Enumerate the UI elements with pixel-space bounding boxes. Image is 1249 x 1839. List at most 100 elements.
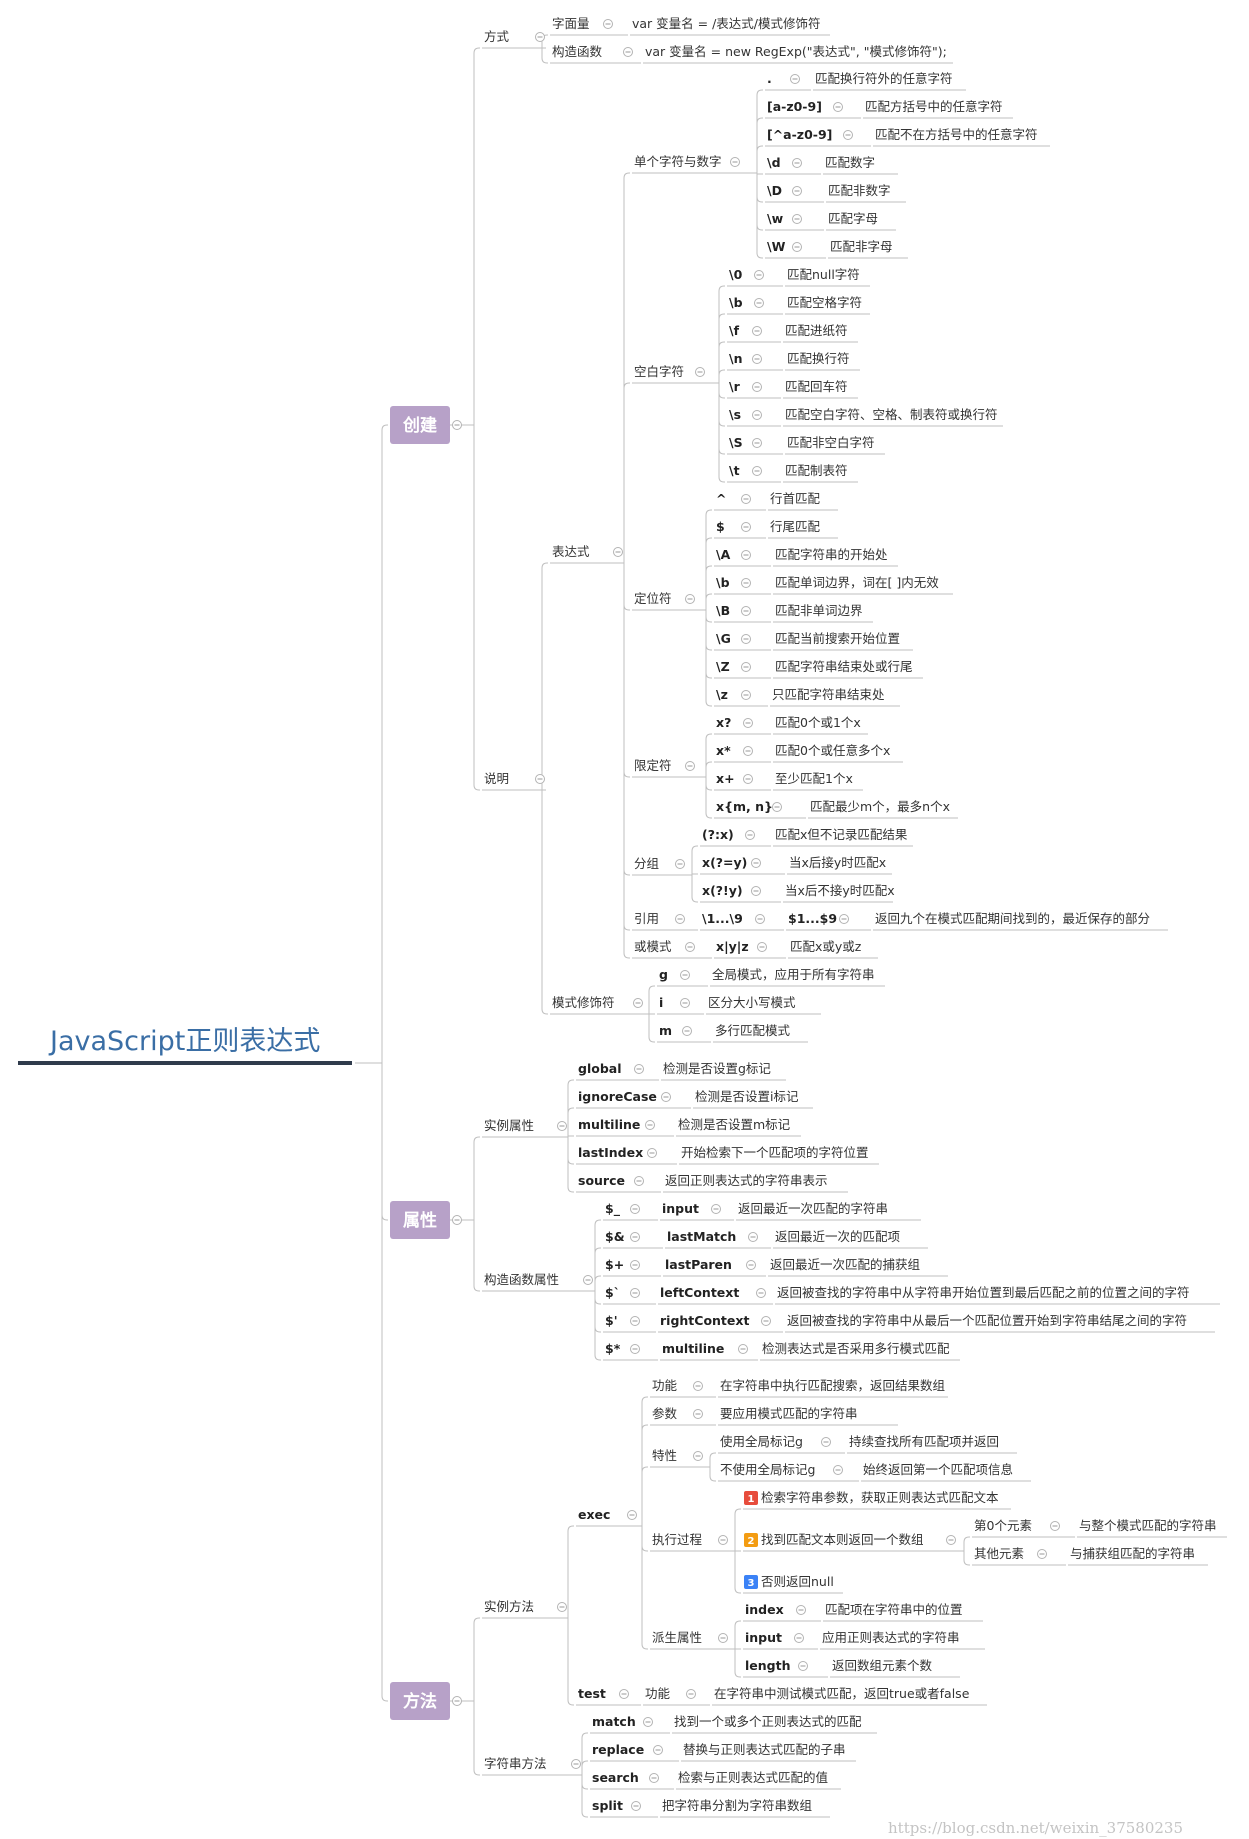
node-ex_tx2[interactable]: 不使用全局标记g <box>718 1462 844 1482</box>
node-kb2[interactable]: \b <box>727 295 765 315</box>
node-gz3b[interactable]: 返回最近一次匹配的捕获组 <box>768 1257 948 1277</box>
node-slff[interactable]: 实例方法 <box>482 1599 568 1619</box>
node-dw4[interactable]: \b <box>714 575 752 595</box>
node-dw5[interactable]: \B <box>714 603 752 623</box>
node-xd3a[interactable]: 至少匹配1个x <box>773 771 863 791</box>
node-dz[interactable]: 单个字符与数字 <box>632 154 741 174</box>
node-gzsx[interactable]: 构造函数属性 <box>482 1272 594 1292</box>
node-sl3a[interactable]: 检测是否设置m标记 <box>676 1117 801 1137</box>
node-dw6a[interactable]: 匹配当前搜索开始位置 <box>773 631 913 651</box>
node-sl4a[interactable]: 开始检索下一个匹配项的字符位置 <box>679 1145 879 1165</box>
node-dw1[interactable]: ^ <box>714 491 752 511</box>
node-fz2[interactable]: x(?=y) <box>700 855 762 875</box>
node-ex_ps3[interactable]: length <box>743 1658 809 1678</box>
node-zf1a[interactable]: 找到一个或多个正则表达式的匹配 <box>672 1714 877 1734</box>
node-xd4a[interactable]: 匹配最少m个，最多n个x <box>808 799 958 819</box>
node-ex_ps2[interactable]: input <box>743 1630 805 1650</box>
node-zf3[interactable]: search <box>590 1770 660 1790</box>
node-gz5[interactable]: $' <box>603 1313 641 1333</box>
branch-m[interactable]: 方法 <box>390 1682 462 1720</box>
node-gz1a[interactable]: input <box>660 1201 722 1221</box>
node-gz2b[interactable]: 返回最近一次的匹配项 <box>773 1229 928 1249</box>
node-sl5a[interactable]: 返回正则表达式的字符串表示 <box>663 1173 848 1193</box>
node-dz7[interactable]: \W <box>765 239 803 259</box>
node-ex_gn[interactable]: 功能 <box>650 1378 704 1398</box>
node-dz7a[interactable]: 匹配非字母 <box>828 239 908 259</box>
node-c_fs_1[interactable]: 字面量 <box>550 16 614 36</box>
node-c_fs_2a[interactable]: var 变量名 = new RegExp("表达式", "模式修饰符"); <box>643 44 953 64</box>
node-dw3[interactable]: \A <box>714 547 752 567</box>
node-fz1a[interactable]: 匹配x但不记录匹配结果 <box>773 827 913 847</box>
node-kb8[interactable]: \t <box>727 463 763 483</box>
node-xd[interactable]: 限定符 <box>632 758 696 778</box>
node-sl2[interactable]: ignoreCase <box>576 1089 672 1109</box>
node-gz1[interactable]: $_ <box>603 1201 641 1221</box>
node-dz1a[interactable]: 匹配换行符外的任意字符 <box>813 71 966 91</box>
node-xd3[interactable]: x+ <box>714 771 754 791</box>
node-xd2[interactable]: x* <box>714 743 754 763</box>
node-fz2a[interactable]: 当x后接y时匹配x <box>787 855 892 875</box>
node-gz1b[interactable]: 返回最近一次匹配的字符串 <box>736 1201 921 1221</box>
node-ms[interactable]: 模式修饰符 <box>550 995 644 1015</box>
node-sl4[interactable]: lastIndex <box>576 1145 658 1165</box>
node-xd2a[interactable]: 匹配0个或任意多个x <box>773 743 903 763</box>
node-yy1[interactable]: \1...\9 <box>700 911 766 931</box>
node-kb1a[interactable]: 匹配null字符 <box>785 267 870 287</box>
node-dz5[interactable]: \D <box>765 183 803 203</box>
node-ex_csa[interactable]: 要应用模式匹配的字符串 <box>718 1406 898 1426</box>
node-dz6[interactable]: \w <box>765 211 803 231</box>
node-gz3a[interactable]: lastParen <box>663 1257 757 1277</box>
node-fz3[interactable]: x(?!y) <box>700 883 762 903</box>
node-kb1[interactable]: \0 <box>727 267 765 287</box>
node-ex_zx[interactable]: 执行过程 <box>650 1532 729 1552</box>
node-kb[interactable]: 空白字符 <box>632 364 706 384</box>
node-xd1[interactable]: x? <box>714 715 754 735</box>
node-kb5a[interactable]: 匹配回车符 <box>783 379 858 399</box>
node-ex_cs[interactable]: 参数 <box>650 1406 704 1426</box>
node-dz4a[interactable]: 匹配数字 <box>823 155 898 175</box>
node-zf2a[interactable]: 替换与正则表达式匹配的子串 <box>681 1742 856 1762</box>
node-hm1a[interactable]: 匹配x或y或z <box>788 939 878 959</box>
node-zf2[interactable]: replace <box>590 1742 664 1762</box>
node-gz4b[interactable]: 返回被查找的字符串中从字符串开始位置到最后匹配之前的位置之间的字符 <box>775 1285 1220 1305</box>
node-kb5[interactable]: \r <box>727 379 763 399</box>
node-zf1[interactable]: match <box>590 1714 654 1734</box>
node-ms3[interactable]: m <box>657 1023 693 1043</box>
node-gz4a[interactable]: leftContext <box>658 1285 767 1305</box>
node-dz2a[interactable]: 匹配方括号中的任意字符 <box>863 99 1013 119</box>
node-ex_ps1a[interactable]: 匹配项在字符串中的位置 <box>823 1602 983 1622</box>
node-gz5b[interactable]: 返回被查找的字符串中从最后一个匹配位置开始到字符串结尾之间的字符 <box>785 1313 1215 1333</box>
node-gz6a[interactable]: multiline <box>660 1341 749 1361</box>
node-ex[interactable]: exec <box>576 1507 638 1527</box>
node-sl1[interactable]: global <box>576 1061 645 1081</box>
node-dw[interactable]: 定位符 <box>632 591 696 611</box>
node-kb3[interactable]: \f <box>727 323 763 343</box>
node-kb4[interactable]: \n <box>727 351 763 371</box>
node-ex_ps1[interactable]: index <box>743 1602 807 1622</box>
node-fz3a[interactable]: 当x后不接y时匹配x <box>783 883 895 903</box>
node-ex_tx1a[interactable]: 持续查找所有匹配项并返回 <box>847 1434 1017 1454</box>
node-gz5a[interactable]: rightContext <box>658 1313 772 1333</box>
node-yy1a[interactable]: $1...$9 <box>786 911 850 931</box>
node-dw2[interactable]: $ <box>714 519 752 539</box>
node-ex_gna[interactable]: 在字符串中执行匹配搜索，返回结果数组 <box>718 1378 948 1398</box>
node-yy1b[interactable]: 返回九个在模式匹配期间找到的，最近保存的部分 <box>873 911 1168 931</box>
node-xd4[interactable]: x{m, n} <box>714 799 783 819</box>
node-gz2a[interactable]: lastMatch <box>665 1229 759 1249</box>
node-dz5a[interactable]: 匹配非数字 <box>826 183 906 203</box>
node-kb6a[interactable]: 匹配空白字符、空格、制表符或换行符 <box>783 407 1003 427</box>
node-ex_tx1[interactable]: 使用全局标记g <box>718 1434 832 1454</box>
node-ex_zx2aa[interactable]: 与整个模式匹配的字符串 <box>1077 1518 1227 1538</box>
node-sl2a[interactable]: 检测是否设置i标记 <box>693 1089 813 1109</box>
node-dw8a[interactable]: 只匹配字符串结束处 <box>770 687 900 707</box>
node-ex_ps[interactable]: 派生属性 <box>650 1630 729 1650</box>
node-ms2[interactable]: i <box>657 995 691 1015</box>
node-kb2a[interactable]: 匹配空格字符 <box>785 295 870 315</box>
node-ts_gna[interactable]: 在字符串中测试模式匹配，返回true或者false <box>712 1686 987 1706</box>
node-dw7a[interactable]: 匹配字符串结束处或行尾 <box>773 659 923 679</box>
node-c_bds[interactable]: 表达式 <box>550 544 624 564</box>
node-gz6b[interactable]: 检测表达式是否采用多行模式匹配 <box>760 1341 960 1361</box>
